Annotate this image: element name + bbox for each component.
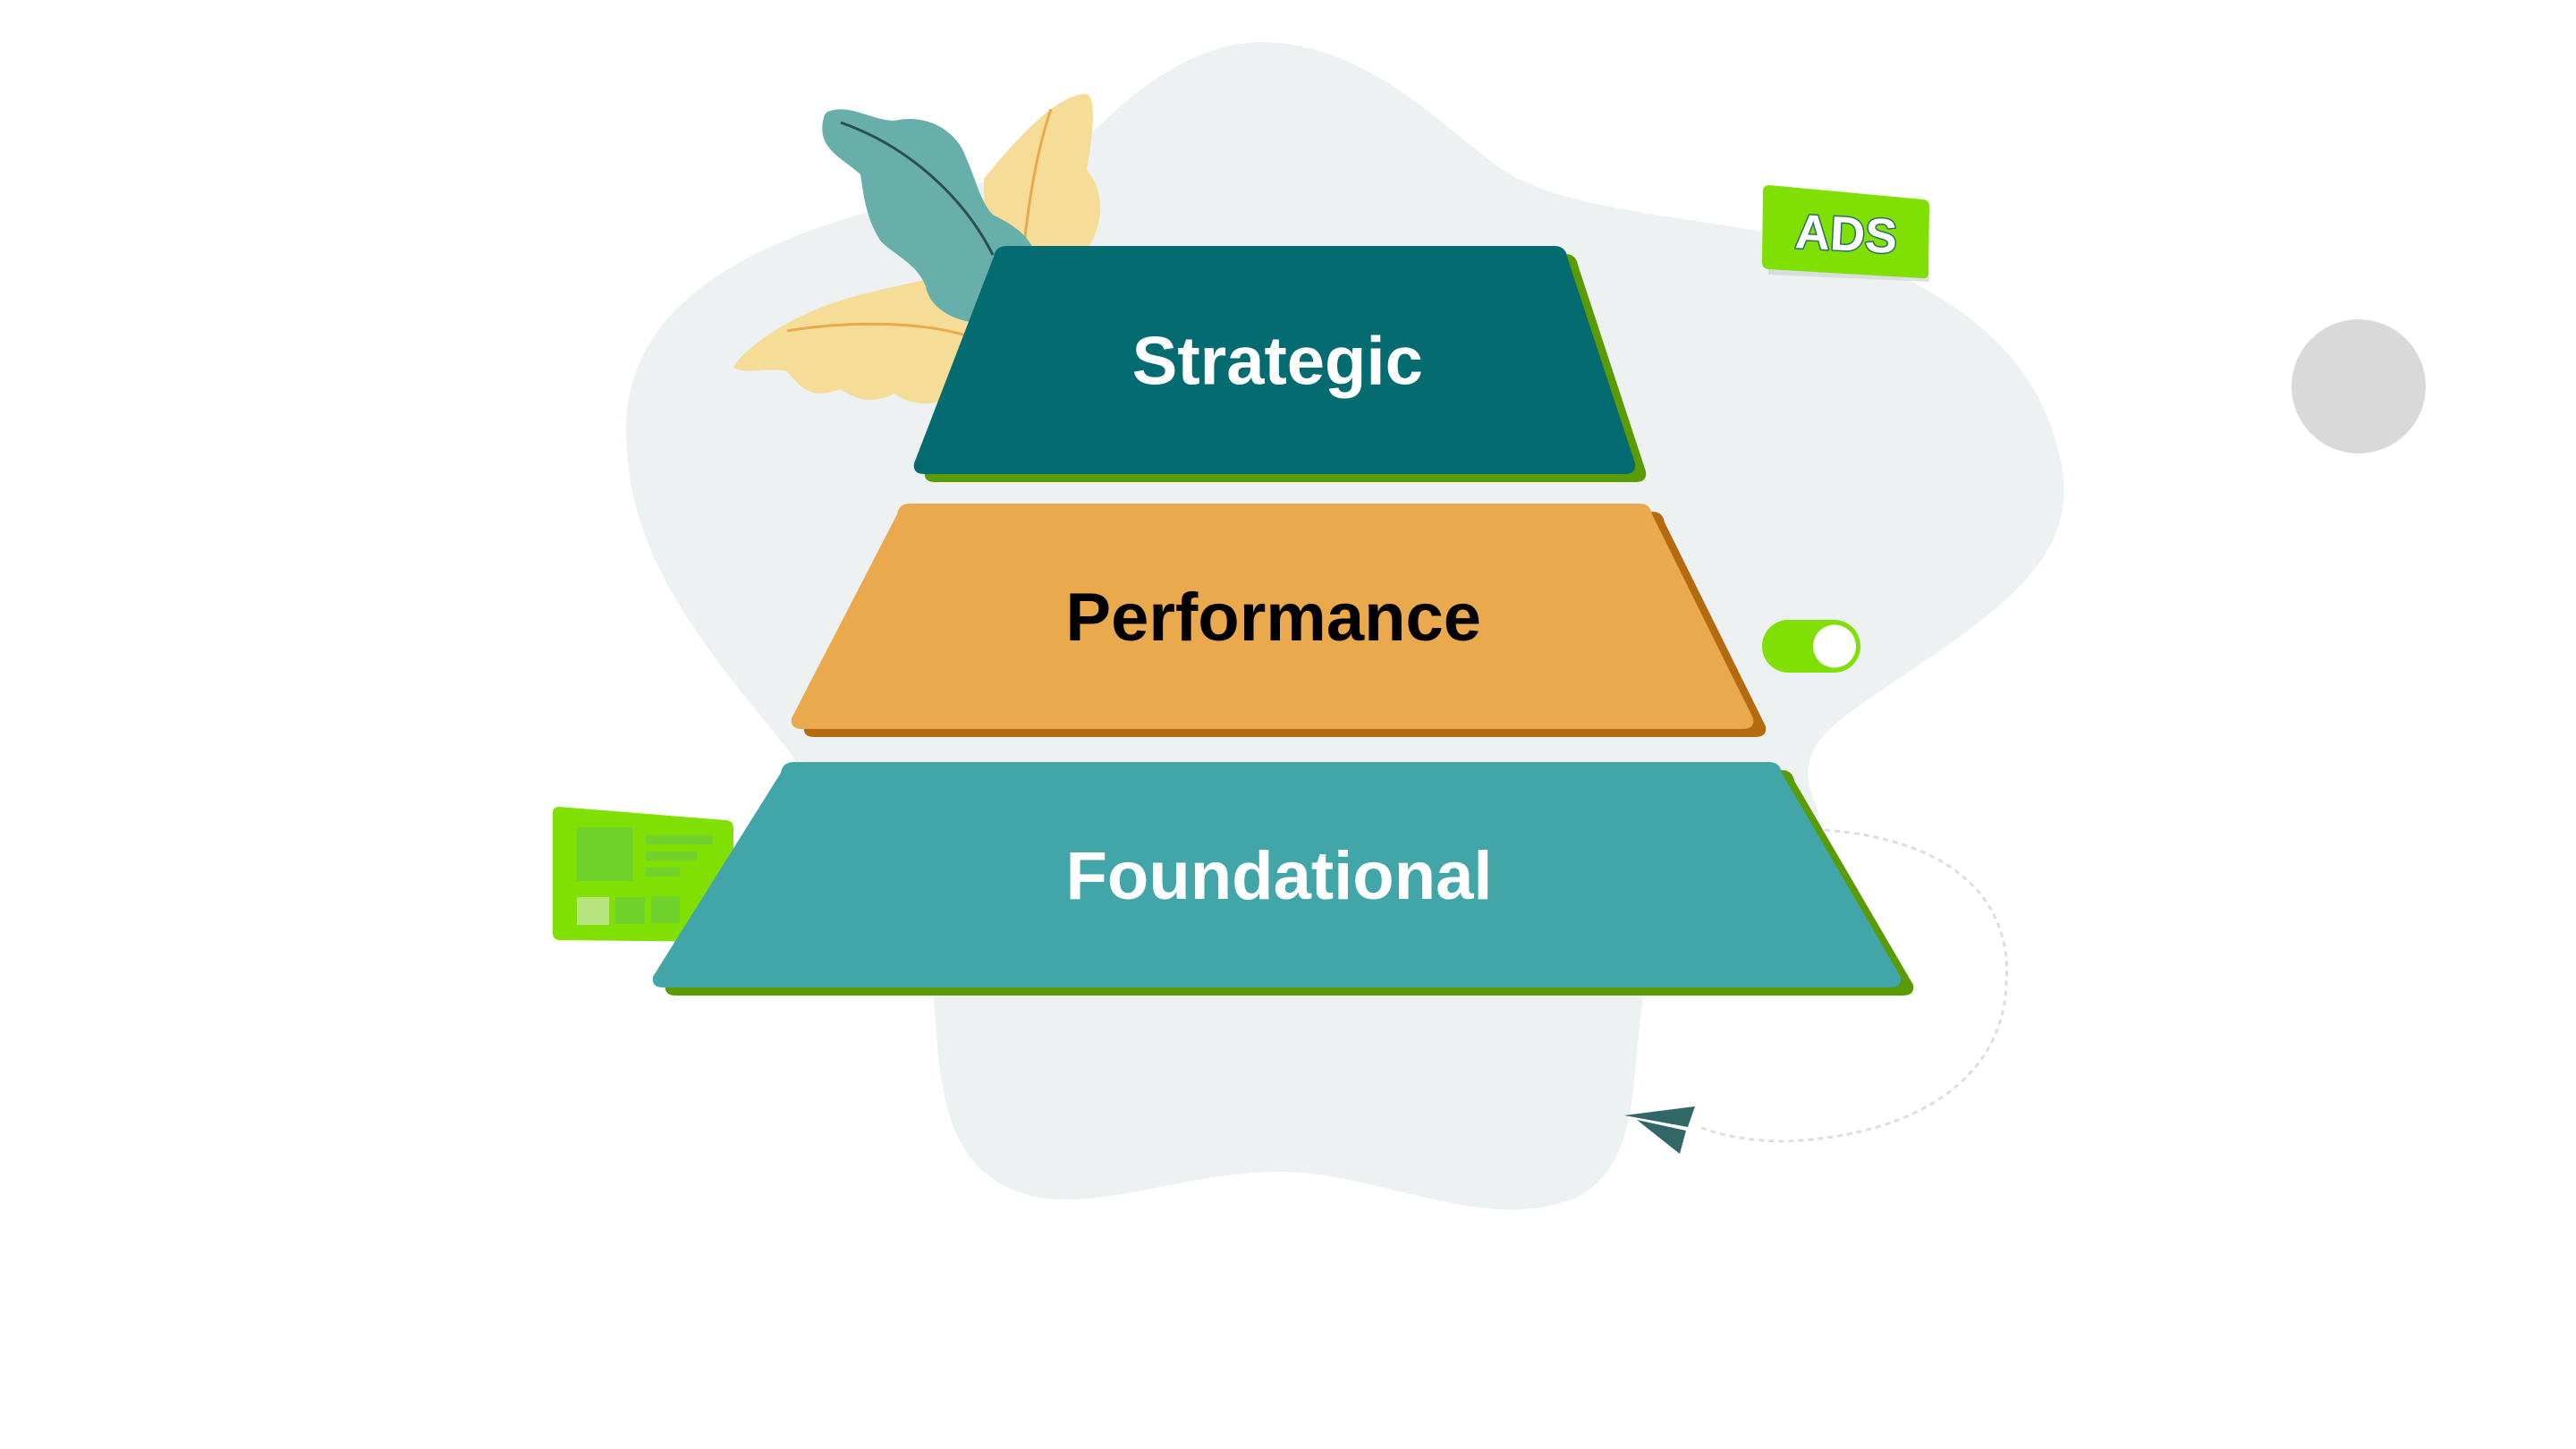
ads-tag-body <box>1762 185 1929 279</box>
paper-plane-icon <box>1624 1106 1695 1154</box>
paper-plane-lower-wing <box>1637 1120 1686 1154</box>
tier-performance: Performance <box>791 504 1767 737</box>
tier-strategic-body <box>913 246 1636 474</box>
toggle-knob[interactable] <box>1813 624 1856 668</box>
tier-performance-body <box>791 504 1754 729</box>
paper-plane-upper-wing <box>1624 1106 1695 1127</box>
ad-card-thumb-1 <box>577 897 609 925</box>
ad-card-icon <box>553 807 733 942</box>
ad-card-line-1 <box>646 835 713 844</box>
leaf-teal-vein <box>840 121 995 256</box>
ad-card-line-2 <box>646 852 697 860</box>
ad-card-line-3 <box>646 868 680 877</box>
ads-tag: ADS <box>1762 185 1929 282</box>
tier-foundational: Foundational <box>652 762 1914 996</box>
leaf-yellow-left-vein <box>786 322 967 337</box>
tier-strategic-label: Strategic <box>1132 324 1423 400</box>
tier-foundational-label: Foundational <box>1065 838 1492 914</box>
ad-card-thumb-3 <box>651 896 680 923</box>
leaf-teal <box>822 109 1037 323</box>
ad-card-image <box>577 827 632 881</box>
tier-strategic: Strategic <box>913 246 1647 482</box>
gray-circle <box>2292 319 2426 453</box>
tier-foundational-body <box>652 762 1902 987</box>
toggle-switch[interactable] <box>1762 620 1860 673</box>
tier-performance-label: Performance <box>1065 580 1481 656</box>
ads-tag-label: ADS <box>1794 205 1899 264</box>
dotted-flight-path <box>1699 828 2009 1143</box>
ad-card-thumb-2 <box>615 897 645 924</box>
